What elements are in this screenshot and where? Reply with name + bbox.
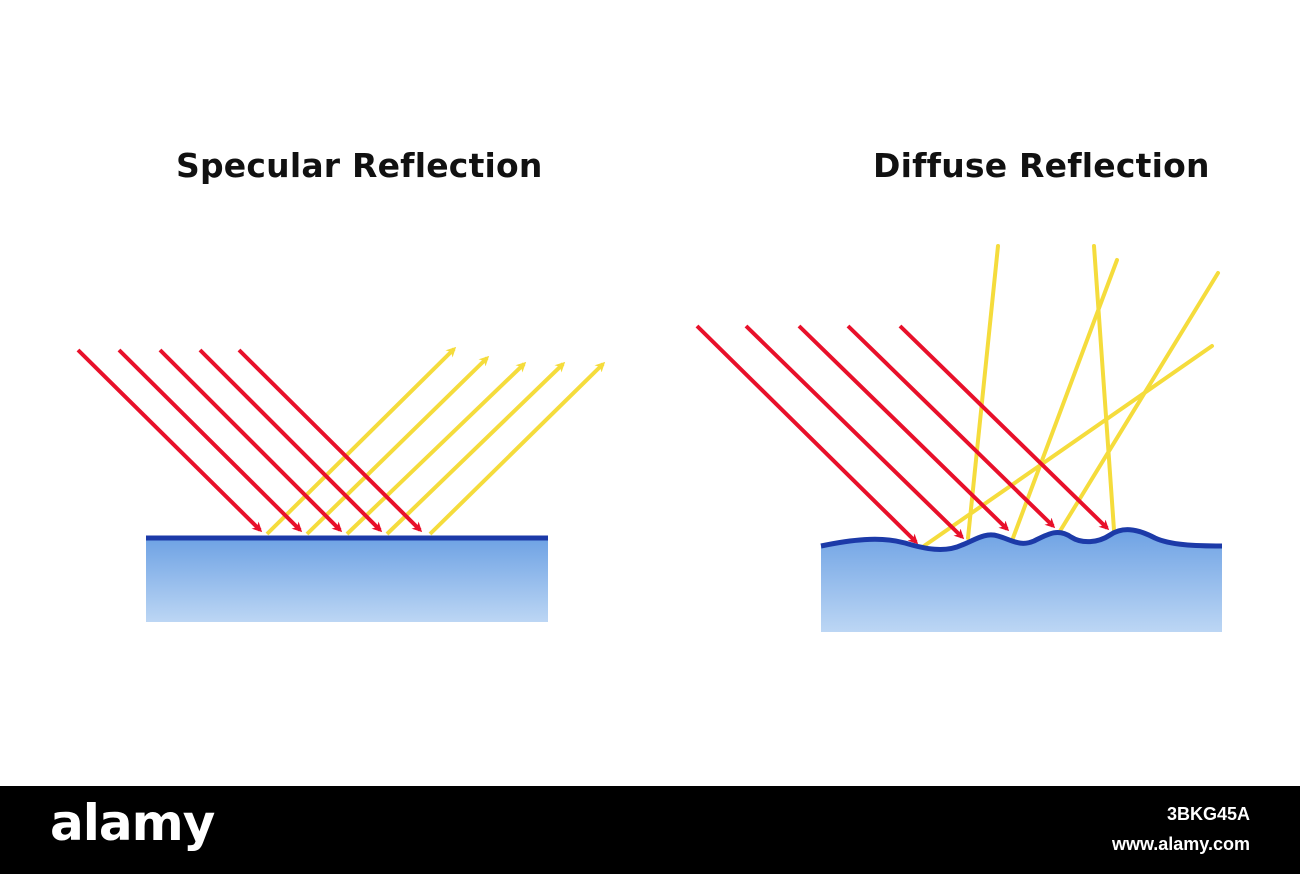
specular-reflected-ray	[265, 346, 457, 536]
specular-incident-ray	[158, 348, 343, 533]
specular-reflected-ray	[345, 361, 527, 536]
diffuse-incident-rays	[695, 324, 1110, 545]
diffuse-incident-ray	[797, 324, 1010, 532]
specular-incident-ray	[237, 348, 423, 533]
diffuse-reflected-ray	[966, 244, 1000, 540]
specular-incident-ray	[198, 348, 383, 533]
watermark-image-id: 3BKG45A	[1166, 804, 1250, 824]
specular-panel	[76, 346, 606, 622]
specular-reflected-ray	[428, 361, 606, 536]
diffuse-panel	[695, 244, 1223, 632]
watermark-brand-logo: alamy	[50, 794, 215, 852]
specular-incident-ray	[117, 348, 303, 533]
diffuse-reflection-title: Diffuse Reflection	[873, 146, 1210, 185]
diffuse-reflected-ray	[922, 344, 1214, 548]
diffuse-reflected-ray	[1055, 271, 1220, 538]
specular-reflection-title: Specular Reflection	[176, 146, 543, 185]
specular-incident-rays	[76, 348, 423, 533]
watermark-url: www.alamy.com	[1111, 834, 1250, 854]
diffuse-surface-line	[820, 527, 1223, 552]
watermark-footer: alamy 3BKG45A www.alamy.com	[0, 786, 1300, 874]
diffuse-reflected-ray	[1092, 244, 1116, 532]
specular-reflected-ray	[385, 361, 566, 536]
diffuse-reflected-rays	[922, 244, 1220, 548]
diffuse-water-block	[821, 529, 1222, 632]
diffuse-incident-ray	[695, 324, 919, 545]
diffuse-incident-ray	[898, 324, 1110, 531]
diffuse-reflected-ray	[1011, 258, 1119, 540]
specular-water-block	[146, 538, 548, 622]
specular-reflected-ray	[305, 355, 490, 536]
specular-incident-ray	[76, 348, 263, 533]
specular-reflected-rays	[265, 346, 606, 536]
diffuse-incident-ray	[744, 324, 965, 540]
diffuse-incident-ray	[846, 324, 1056, 529]
